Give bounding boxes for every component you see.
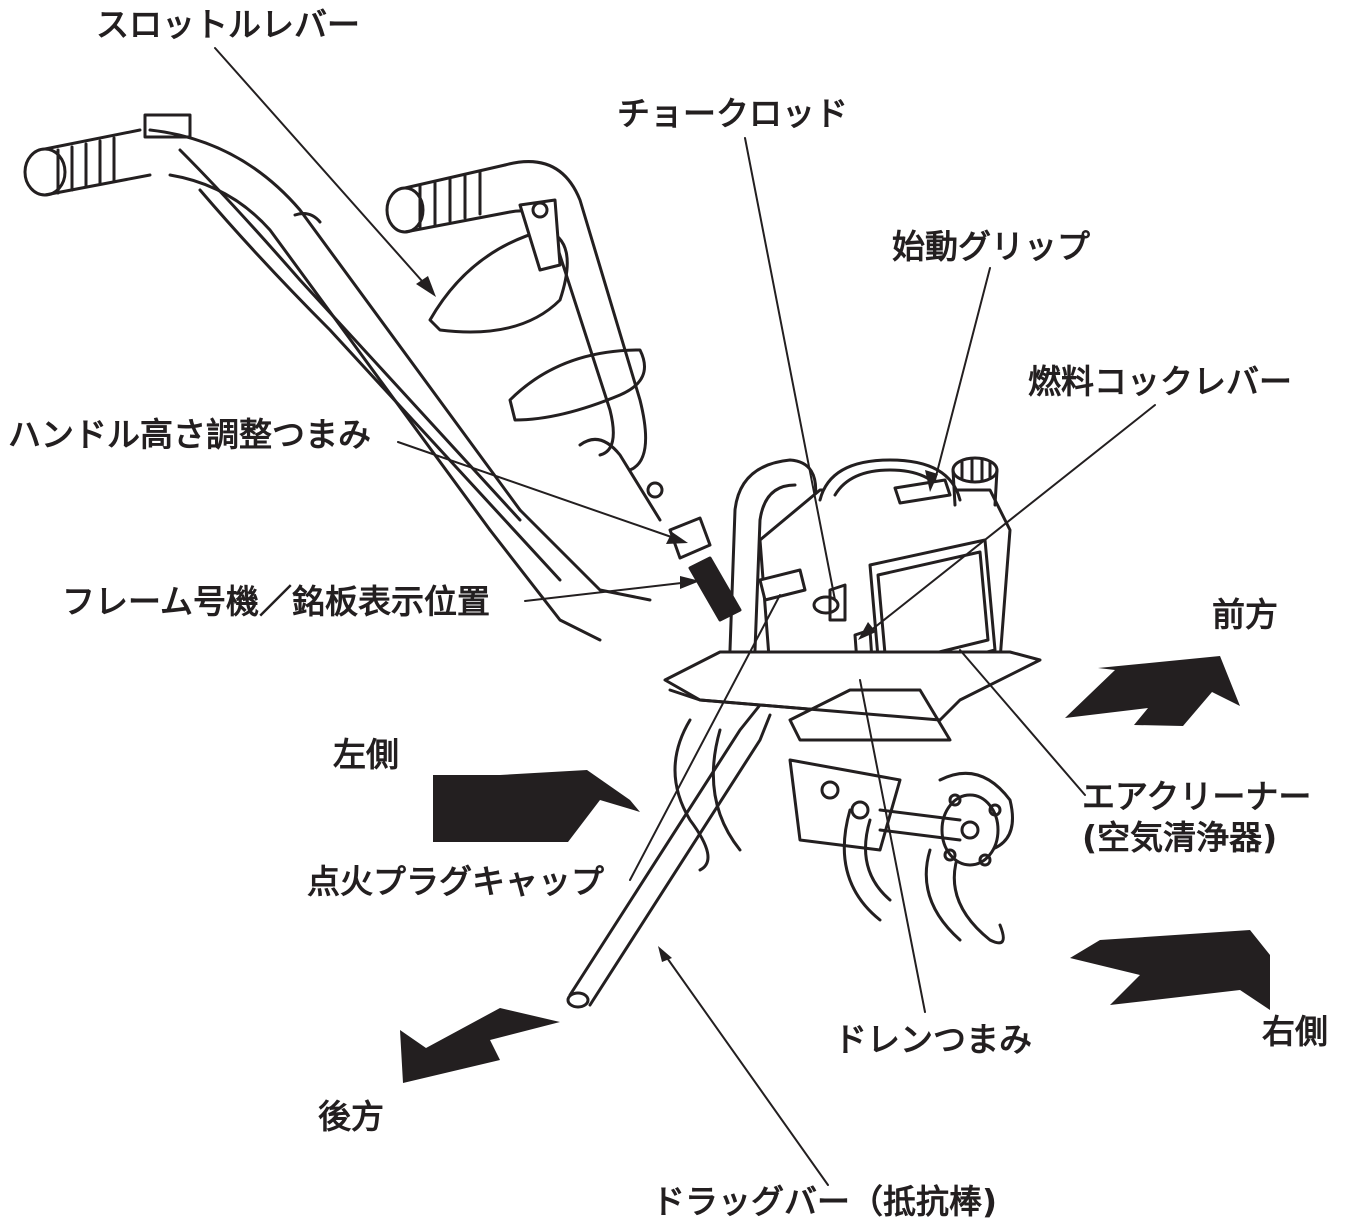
arrowhead-fuel-cock bbox=[858, 622, 876, 640]
right-arrow bbox=[1070, 930, 1270, 1010]
spark-plug-cap-label: 点火プラグキャップ bbox=[307, 862, 604, 901]
leader-fuel-cock bbox=[864, 404, 1156, 636]
handlebar bbox=[23, 113, 742, 642]
leader-drain bbox=[859, 679, 926, 1013]
frame bbox=[663, 650, 1042, 742]
arrowhead-throttle bbox=[416, 276, 436, 297]
leader-starter bbox=[934, 267, 991, 481]
drain-knob-label: ドレンつまみ bbox=[834, 1020, 1032, 1059]
leader-air-cleaner bbox=[959, 649, 1086, 796]
arrowhead-drag-bar bbox=[658, 946, 672, 962]
arrowhead-handle-knob bbox=[666, 532, 688, 544]
starter-grip-label: 始動グリップ bbox=[892, 227, 1090, 266]
direction-arrows bbox=[400, 656, 1270, 1083]
arrowhead-starter bbox=[925, 470, 938, 492]
leader-throttle bbox=[214, 47, 431, 291]
air-cleaner-label: エアクリーナー bbox=[1082, 777, 1312, 816]
handle-height-knob-label: ハンドル高さ調整つまみ bbox=[8, 415, 371, 454]
fuel-cock-lever-label: 燃料コックレバー bbox=[1028, 362, 1292, 401]
drag-bar-label: ドラッグバー（抵抗棒) bbox=[652, 1182, 998, 1221]
air-cleaner-sub-label: (空気清浄器) bbox=[1082, 818, 1278, 857]
left-side-label: 左側 bbox=[333, 735, 399, 774]
right-side-label: 右側 bbox=[1262, 1012, 1328, 1051]
leader-arrowheads bbox=[416, 276, 938, 962]
tines bbox=[673, 718, 1014, 945]
leader-spark-plug bbox=[629, 594, 781, 881]
rear-label: 後方 bbox=[318, 1097, 384, 1136]
left-arrow bbox=[433, 770, 640, 842]
drag-bar bbox=[566, 703, 772, 1009]
leader-frame-plate bbox=[524, 581, 691, 602]
leader-choke bbox=[744, 137, 836, 601]
leader-drag-bar bbox=[664, 954, 829, 1186]
frame-number-plate-label: フレーム号機／銘板表示位置 bbox=[62, 582, 491, 621]
leader-handle-knob bbox=[397, 441, 681, 541]
front-label: 前方 bbox=[1212, 595, 1278, 634]
rear-arrow bbox=[400, 1008, 560, 1083]
throttle-lever-label: スロットルレバー bbox=[96, 5, 360, 44]
choke-rod-label: チョークロッド bbox=[617, 94, 848, 133]
leader-lines bbox=[214, 47, 1156, 1186]
arrowhead-frame-plate bbox=[680, 576, 700, 589]
front-arrow bbox=[1065, 656, 1240, 726]
